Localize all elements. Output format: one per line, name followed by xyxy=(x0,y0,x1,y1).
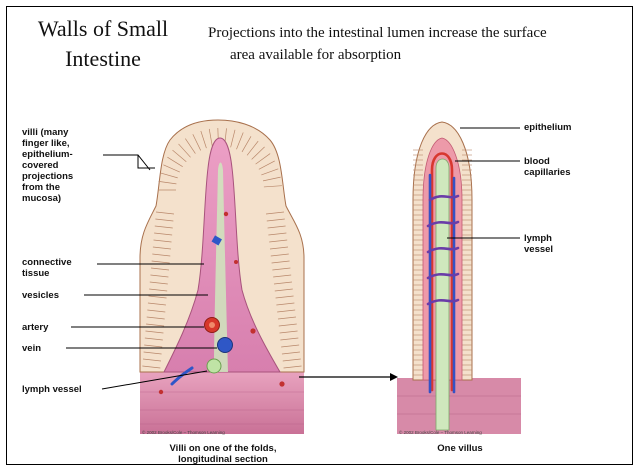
right-copyright: © 2002 Brooks/Cole – Thomson Learning xyxy=(399,430,482,435)
label-connective-line: connective xyxy=(22,257,72,268)
caption-left: Villi on one of the folds, longitudinal … xyxy=(140,443,306,465)
pointer-arrow xyxy=(299,373,398,381)
caption-left-line: longitudinal section xyxy=(140,454,306,465)
fold-villus-diagram xyxy=(66,120,304,434)
label-lymph-line: lymph xyxy=(524,233,553,244)
vesicle-dot xyxy=(159,390,163,394)
caption-left-line: Villi on one of the folds, xyxy=(140,443,306,454)
label-villi-line: projections xyxy=(22,171,73,182)
artery-lumen xyxy=(209,322,215,328)
label-lymph-vessel: lymph vessel xyxy=(22,384,82,395)
label-vesicles: vesicles xyxy=(22,290,59,301)
vein-shape xyxy=(218,338,233,353)
label-lymph-line: vessel xyxy=(524,244,553,255)
vesicle-dot xyxy=(224,212,228,216)
vesicle-dot xyxy=(279,381,284,386)
label-villi-line: finger like, xyxy=(22,138,73,149)
label-capillaries-line: blood xyxy=(524,156,570,167)
mucosa-base xyxy=(140,370,304,434)
label-vein: vein xyxy=(22,343,41,354)
label-villi-line: from the xyxy=(22,182,73,193)
label-villi: villi (many finger like, epithelium- cov… xyxy=(22,127,73,204)
label-capillaries-line: capillaries xyxy=(524,167,570,178)
label-villi-line: mucosa) xyxy=(22,193,73,204)
label-connective-tissue: connective tissue xyxy=(22,257,72,279)
villus-lacteal xyxy=(436,159,449,430)
caption-right: One villus xyxy=(400,443,520,454)
lymph-vessel-shape xyxy=(207,359,221,373)
vesicle-dot xyxy=(250,328,255,333)
label-lymph-vessel-right: lymph vessel xyxy=(524,233,553,255)
vesicle-dot xyxy=(234,260,238,264)
single-villus-diagram xyxy=(397,122,521,434)
label-connective-line: tissue xyxy=(22,268,72,279)
label-villi-line: covered xyxy=(22,160,73,171)
label-blood-capillaries: blood capillaries xyxy=(524,156,570,178)
left-copyright: © 2002 Brooks/Cole – Thomson Learning xyxy=(142,430,225,435)
label-epithelium: epithelium xyxy=(524,122,572,133)
villus-base xyxy=(397,378,521,434)
label-artery: artery xyxy=(22,322,48,333)
label-villi-line: epithelium- xyxy=(22,149,73,160)
label-villi-line: villi (many xyxy=(22,127,73,138)
